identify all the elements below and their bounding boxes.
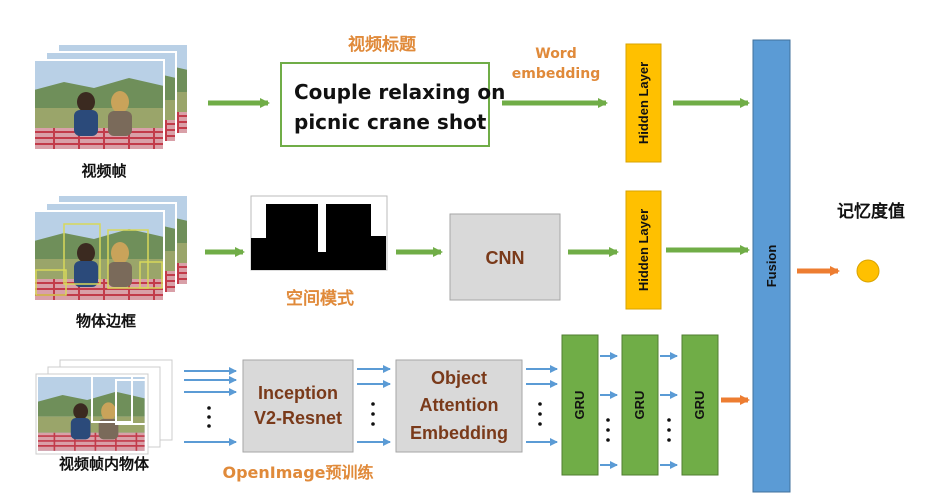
memorability-output-dot [856,259,880,283]
memorability-label: 记忆度值 [837,201,905,222]
hidden-layer-top [625,43,662,163]
blue-arrows-to-attention [357,365,391,446]
spatial-mode-map [250,195,388,271]
objects-in-frame-label: 视频帧内物体 [59,455,150,473]
fusion-block [752,39,791,493]
spatial-mode-label: 空间模式 [286,288,354,309]
hidden-layer-mid-label: Hidden Layer [636,209,651,291]
blue-arrows-gru2-to-gru3 [660,352,678,469]
cnn-block [449,213,561,301]
video-frame-stack [33,43,189,151]
blue-arrows-to-inception [184,367,237,446]
hidden-layer-mid [625,190,662,310]
inception-label-2: V2-Resnet [254,408,342,428]
inception-label-1: Inception [258,383,338,403]
word-embedding-label-2: embedding [512,66,600,82]
object-box-frame-stack [33,194,189,302]
gru-label-2: GRU [632,391,647,420]
object-attention-label-1: Object [431,368,487,388]
openimage-label: OpenImage预训练 [222,463,373,482]
caption-line-2: picnic crane shot [294,110,487,134]
hidden-layer-top-label: Hidden Layer [636,62,651,144]
object-attention-block [395,359,523,453]
word-embedding-label-1: Word [535,46,577,62]
object-crops-stack [35,359,173,455]
blue-arrows-gru1-to-gru2 [600,352,618,469]
object-attention-label-2: Attention [420,395,499,415]
inception-block [242,359,354,453]
caption-box [280,62,490,147]
object-boxes-label: 物体边框 [76,312,136,330]
cnn-label: CNN [486,248,525,268]
gru-label-3: GRU [692,391,707,420]
blue-arrows-to-gru [526,365,558,446]
gru-block-3 [681,334,719,476]
video-frame-label: 视频帧 [81,162,126,180]
gru-block-2 [621,334,659,476]
caption-line-1: Couple relaxing on [294,80,505,104]
fusion-label: Fusion [764,245,779,288]
video-title-label: 视频标题 [348,34,417,55]
gru-label-1: GRU [572,391,587,420]
gru-block-1 [561,334,599,476]
object-attention-label-3: Embedding [410,423,508,443]
